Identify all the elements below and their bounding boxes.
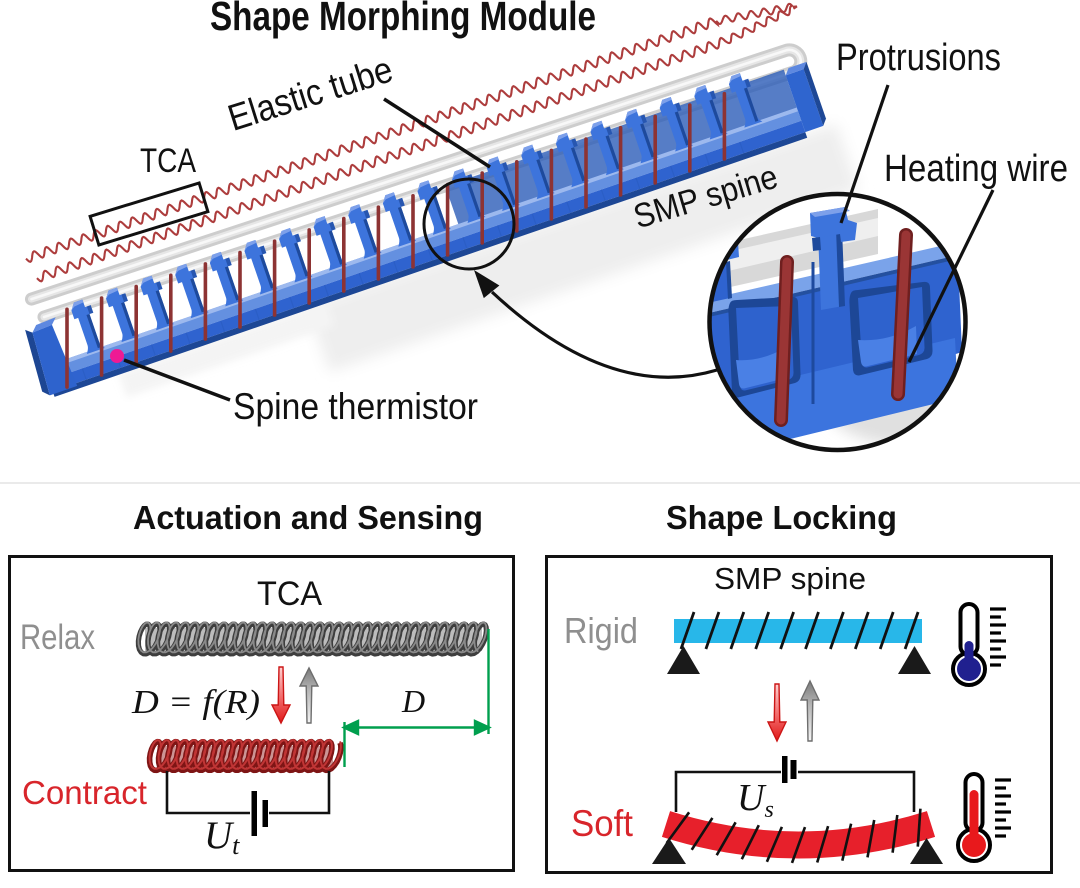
svg-text:TCA: TCA [257, 575, 322, 613]
svg-text:Protrusions: Protrusions [836, 37, 1001, 79]
svg-text:Shape Morphing Module: Shape Morphing Module [210, 0, 596, 39]
svg-text:Elastic tube: Elastic tube [223, 49, 397, 139]
svg-text:Ut: Ut [204, 814, 240, 860]
svg-text:Spine thermistor: Spine thermistor [233, 386, 478, 427]
svg-text:Actuation and Sensing: Actuation and Sensing [133, 499, 483, 536]
svg-text:Us: Us [737, 777, 774, 823]
svg-text:Relax: Relax [20, 618, 95, 657]
svg-text:Rigid: Rigid [564, 610, 638, 651]
svg-text:Contract: Contract [22, 774, 147, 811]
svg-text:SMP spine: SMP spine [714, 561, 866, 596]
svg-text:D = f(R): D = f(R) [131, 684, 260, 721]
svg-text:D: D [401, 683, 425, 719]
svg-text:Soft: Soft [571, 803, 634, 844]
svg-text:TCA: TCA [140, 142, 196, 180]
svg-text:Shape Locking: Shape Locking [666, 499, 897, 536]
svg-text:Heating wire: Heating wire [884, 148, 1068, 190]
